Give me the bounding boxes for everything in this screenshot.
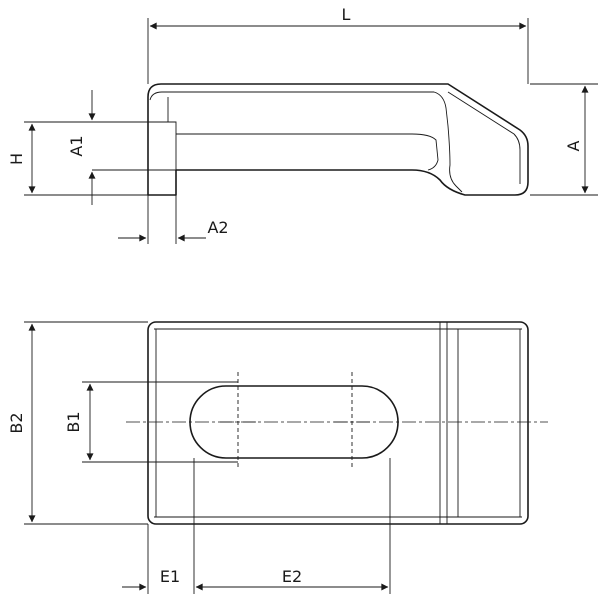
side-view-slot-edge — [176, 133, 439, 171]
label-E1: E1 — [160, 567, 180, 586]
side-view-inner-edge — [149, 91, 463, 193]
slot — [189, 385, 399, 459]
label-L: L — [342, 5, 351, 24]
label-A: A — [564, 140, 583, 151]
dimension-A: A — [530, 83, 598, 196]
dimension-E1-E2: E1 E2 — [122, 458, 391, 594]
side-view — [92, 83, 529, 196]
label-B2: B2 — [7, 412, 26, 433]
side-view-slope-edge — [447, 91, 521, 184]
dimension-L: L — [147, 5, 529, 84]
label-H: H — [7, 153, 26, 165]
dimension-A1: A1 — [67, 90, 96, 205]
top-view — [126, 321, 548, 525]
side-view-outline — [147, 83, 529, 196]
dimension-H: H — [7, 121, 92, 196]
dimension-B2: B2 — [7, 321, 148, 525]
dimension-B1: B1 — [64, 381, 238, 463]
label-A1: A1 — [67, 135, 86, 156]
label-E2: E2 — [282, 567, 302, 586]
side-view-step — [92, 121, 177, 171]
top-view-outline — [147, 321, 529, 525]
dimension-A2: A2 — [118, 170, 229, 244]
label-A2: A2 — [207, 218, 228, 237]
label-B1: B1 — [64, 411, 83, 432]
